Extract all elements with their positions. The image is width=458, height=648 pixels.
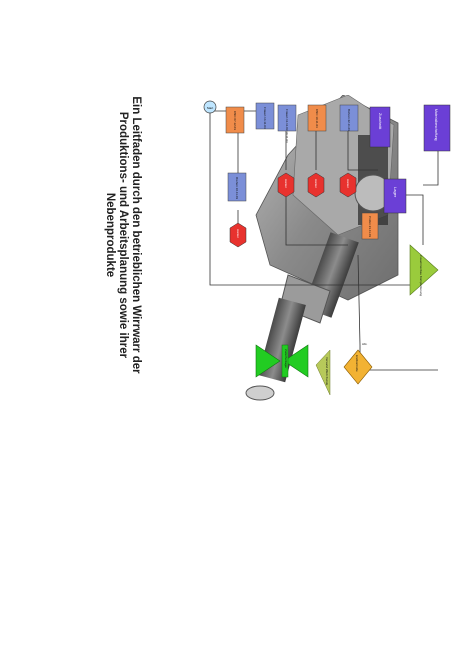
hexagon-1 <box>277 172 295 198</box>
edge-label: Abt. <box>362 342 368 346</box>
triangle-versand <box>315 349 331 396</box>
box-top-b3-label: Bohren 22.11.03 <box>347 109 351 131</box>
box-mid <box>227 172 247 202</box>
title-line-1: Ein Leitfaden durch den betrieblichen Wi… <box>130 96 142 374</box>
bowtie-right <box>283 344 309 378</box>
box-lager <box>383 178 407 214</box>
diamond-endkontrolle <box>343 349 373 385</box>
triangle-zusammenbau-label: Zusammenbau Komplettierung <box>419 255 423 296</box>
box-top-o2-label: CNC 10.11.03 <box>315 109 319 128</box>
bowtie-label: Zwischenlager <box>284 349 288 368</box>
hexagon-2 <box>307 172 325 198</box>
box-materialbeschaffung <box>423 104 451 152</box>
triangle-zusammenbau <box>409 244 439 296</box>
lager-label: Lager <box>393 187 398 198</box>
hexagon-4-label: Härten <box>236 229 240 238</box>
box-top-b2 <box>277 104 297 132</box>
title-line-2: Produktions- und Arbeitsplanung sowie ih… <box>117 111 129 359</box>
zuschnitt-label: Zuschnitt <box>378 113 383 130</box>
box-mid-label: Drehen 10.11.03 <box>235 177 239 199</box>
bowtie-left <box>255 344 281 378</box>
bowtie-center <box>281 344 289 378</box>
box-top-left-label: CNC 07.12.03 <box>233 111 237 130</box>
start-label: Start <box>207 106 214 110</box>
box-zuschnitt <box>369 106 391 148</box>
box-top-left <box>225 106 245 134</box>
diamond-label: Endkontrolle <box>355 355 359 372</box>
hexagon-3 <box>339 172 357 198</box>
box-top-b1 <box>255 102 275 130</box>
hexagon-2-label: Härten <box>314 179 318 188</box>
box-top-o2 <box>307 104 327 132</box>
materialbeschaffung-label: Materialbeschaffung <box>434 109 438 141</box>
hexagon-4 <box>229 222 247 248</box>
box-top-b3 <box>339 104 359 132</box>
top-row-boxes <box>225 102 451 152</box>
box-top-b1-label: Fräsen 14.11.03 <box>263 107 267 129</box>
box-orange-mid-label: Prüfen 23.11.03 <box>368 216 372 237</box>
red-hexagons <box>229 172 357 248</box>
process-diagram-svg: Start CNC 07.12.03 Fräsen 14.11.03 Fräse… <box>203 94 451 401</box>
machine-vise-image <box>245 94 399 401</box>
hexagon-3-label: Härten <box>346 179 350 188</box>
top-row-labels: CNC 07.12.03 Fräsen 14.11.03 Fräsen 11.1… <box>233 107 438 143</box>
hexagon-1-label: Härten <box>284 179 288 188</box>
triangle-versand-label: Versand Werk Kunde <box>325 357 329 386</box>
box-top-b2-label: Fräsen 11.11.03 10.11.03 <box>285 109 289 143</box>
title-line-3: Nebenprodukte <box>104 192 116 278</box>
process-diagram-figure: Start CNC 07.12.03 Fräsen 14.11.03 Fräse… <box>198 94 456 413</box>
box-orange-mid <box>361 212 379 240</box>
document-title: Ein Leitfaden durch den betrieblichen Wi… <box>92 85 142 385</box>
start-node <box>203 100 217 114</box>
hexagon-labels: Härten Härten Härten Härten <box>236 179 350 238</box>
